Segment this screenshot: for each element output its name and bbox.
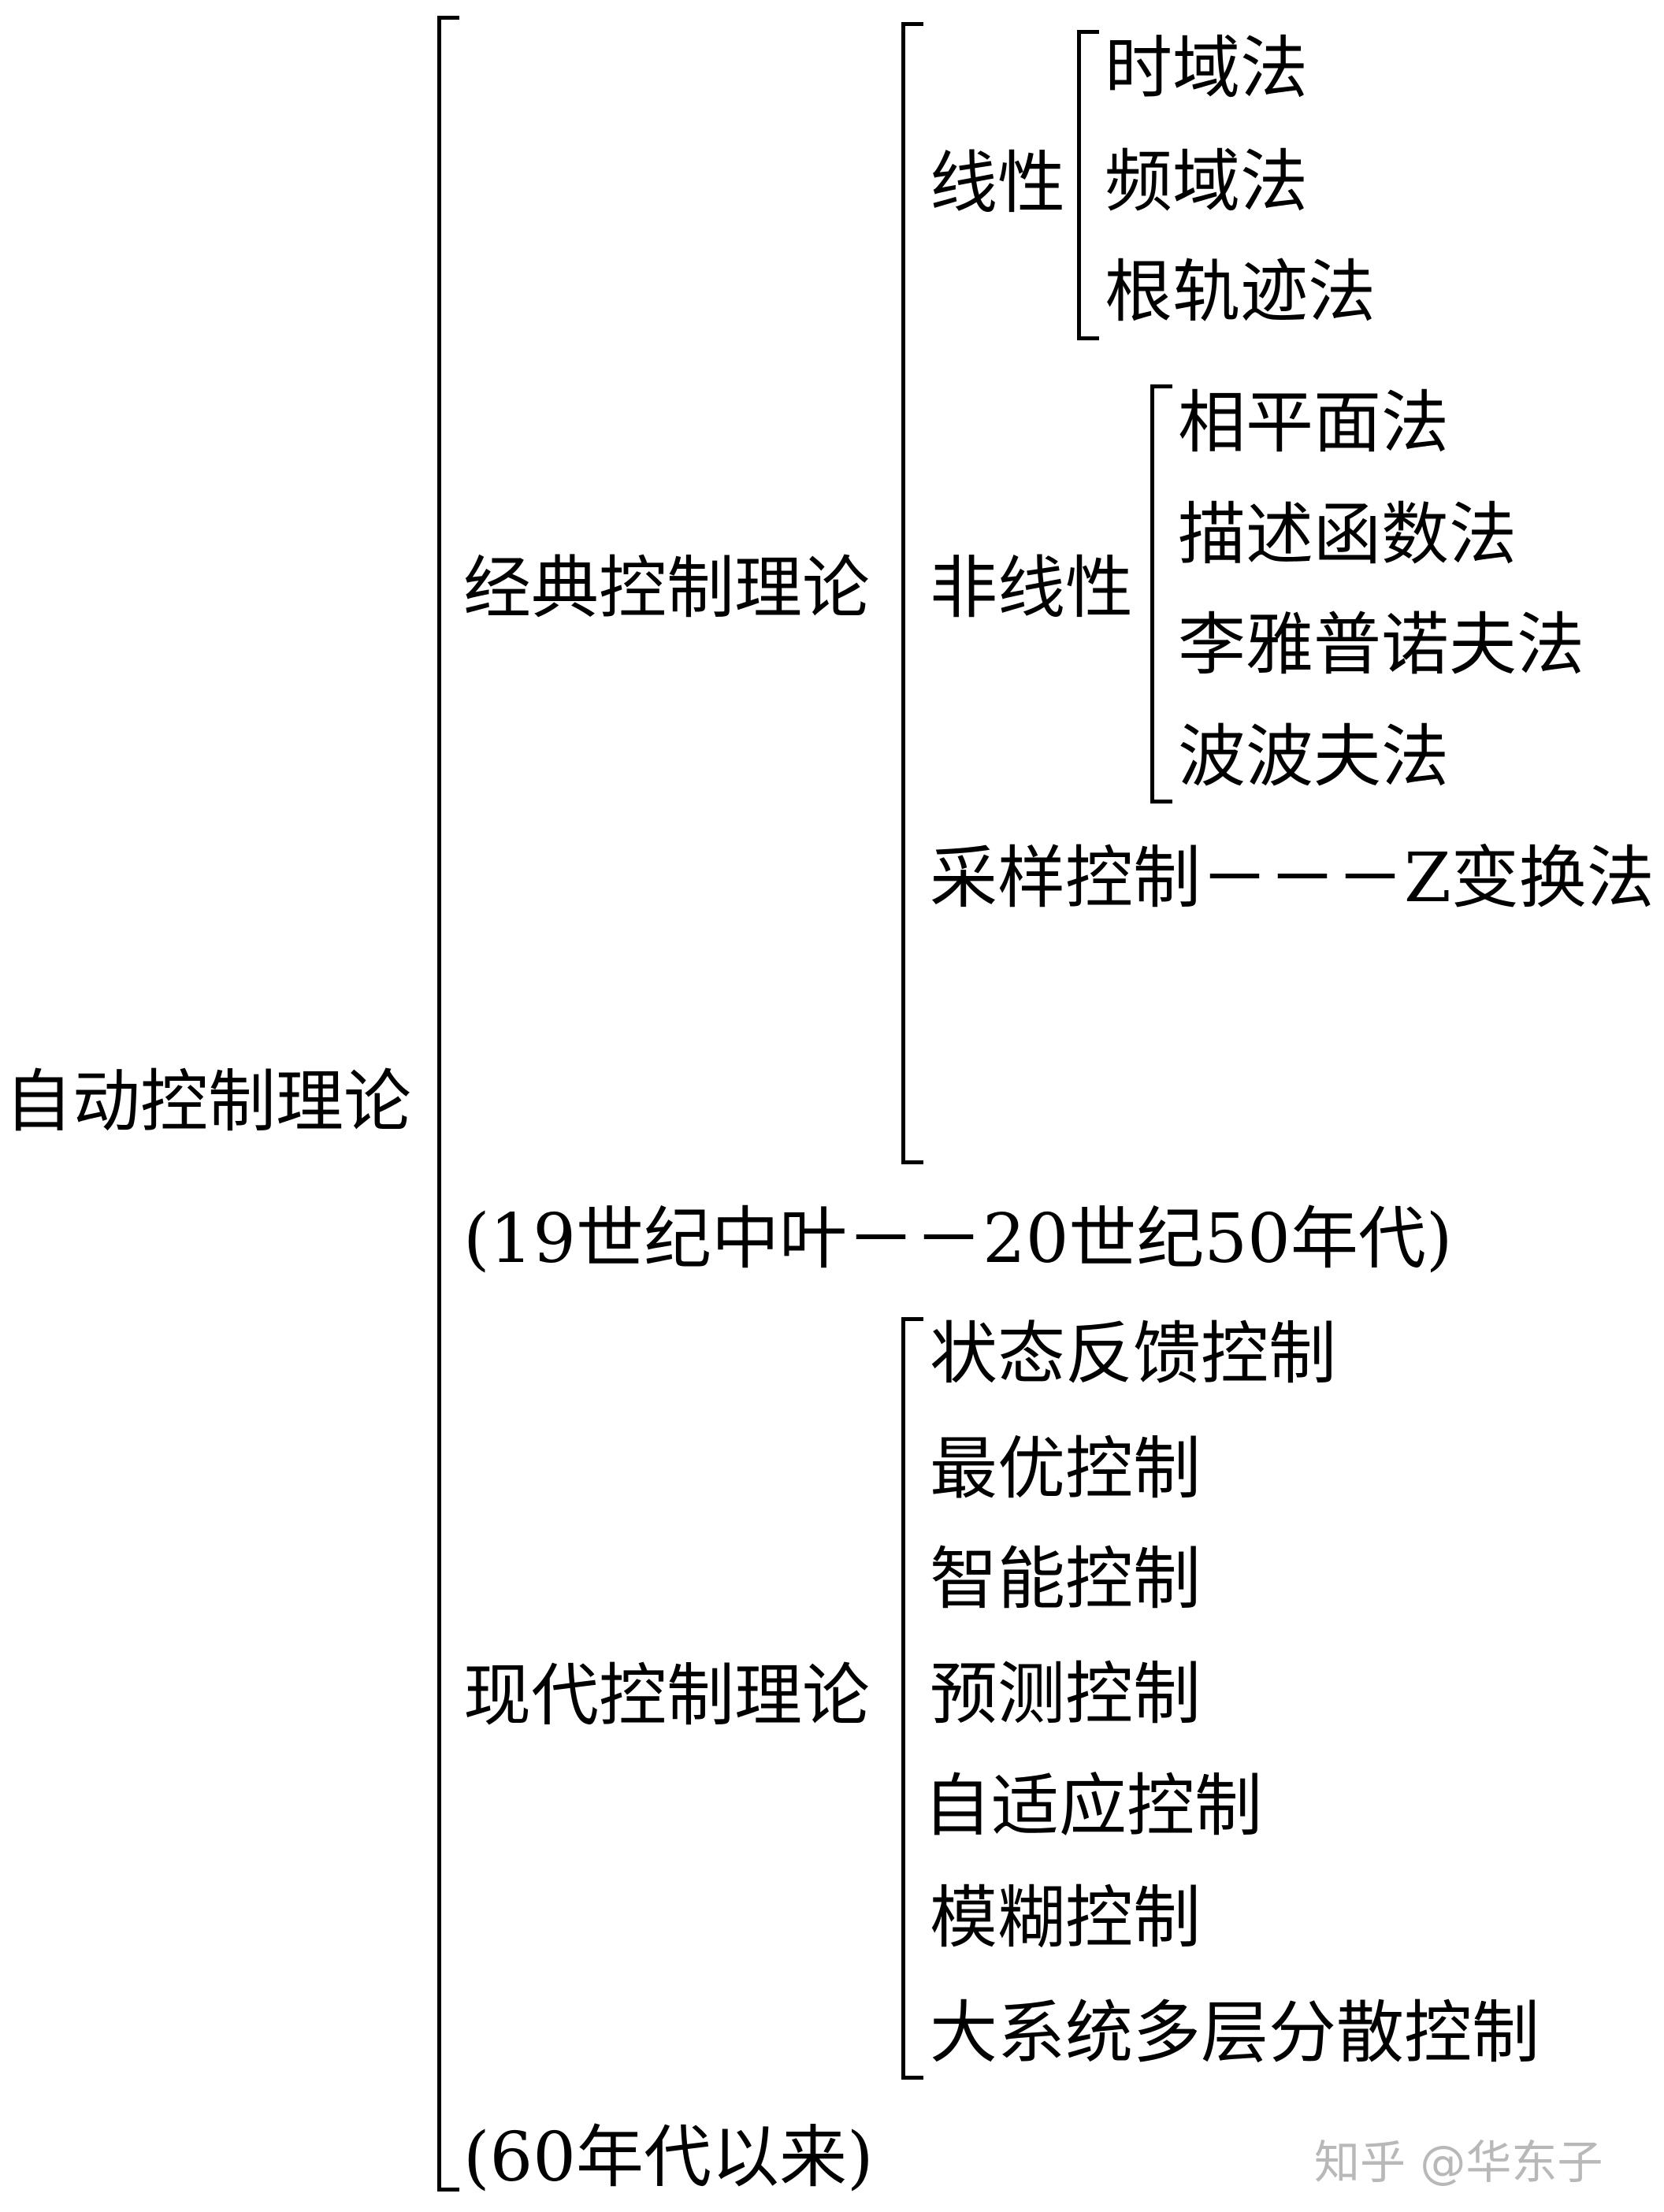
linear-method: 根轨迹法: [1105, 253, 1376, 332]
modern-method: 模糊控制: [930, 1879, 1201, 1958]
linear-method: 频域法: [1105, 143, 1308, 221]
watermark: 知乎 @华东子: [1314, 2136, 1603, 2189]
classical-label: 经典控制理论: [463, 549, 870, 628]
nonlinear-method: 李雅普诺夫法: [1178, 606, 1584, 685]
classical-bracket: [901, 22, 923, 1164]
modern-period: (60年代以来): [463, 2118, 874, 2197]
nonlinear-method: 相平面法: [1178, 384, 1449, 462]
linear-method: 时域法: [1105, 29, 1308, 108]
modern-method: 状态反馈控制: [930, 1315, 1336, 1394]
linear-label: 线性: [930, 144, 1065, 223]
nonlinear-method: 波波夫法: [1178, 718, 1449, 796]
nonlinear-method: 描述函数法: [1178, 495, 1517, 574]
modern-method: 最优控制: [930, 1430, 1201, 1509]
classical-period: (19世纪中叶－－20世纪50年代): [463, 1200, 1453, 1279]
modern-bracket: [901, 1317, 923, 2080]
nonlinear-bracket: [1150, 384, 1172, 804]
modern-label: 现代控制理论: [463, 1657, 870, 1735]
linear-bracket: [1077, 30, 1099, 340]
sampling-label: 采样控制－－－Z变换法: [930, 839, 1655, 918]
modern-method: 预测控制: [930, 1655, 1201, 1734]
modern-method: 智能控制: [930, 1540, 1201, 1619]
nonlinear-label: 非线性: [930, 549, 1133, 628]
modern-method: 自适应控制: [923, 1767, 1262, 1846]
modern-method: 大系统多层分散控制: [930, 1994, 1540, 2073]
root-bracket: [437, 16, 459, 2192]
root-label: 自动控制理论: [5, 1063, 411, 1141]
